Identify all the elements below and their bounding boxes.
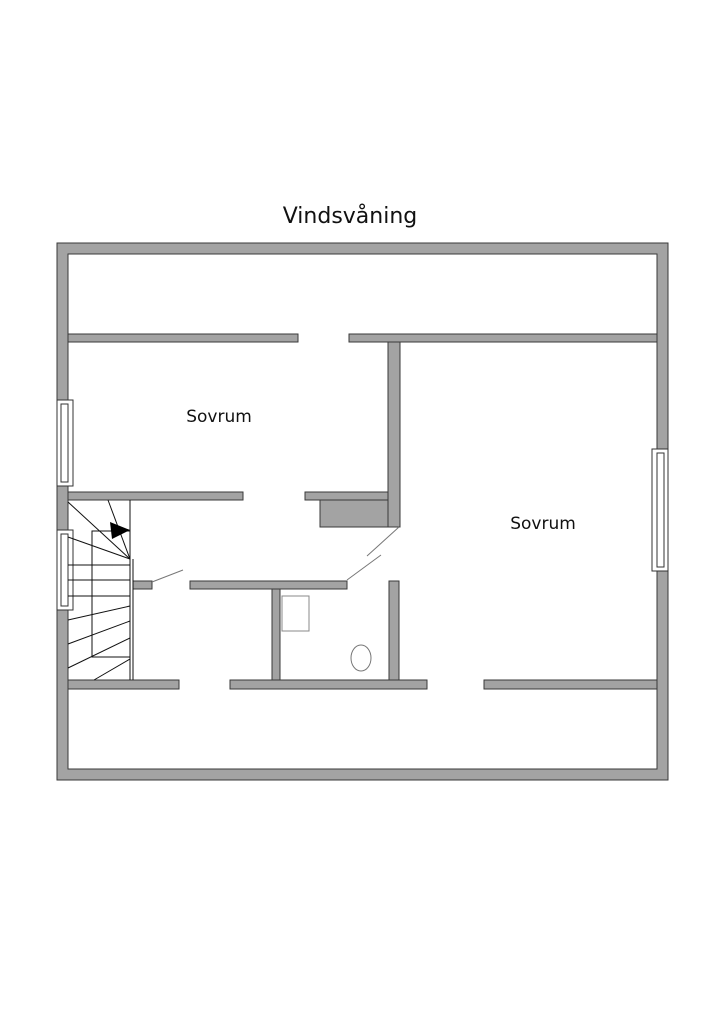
room-label-bedroom-1: Sovrum bbox=[186, 407, 252, 427]
window-left-lower bbox=[56, 529, 74, 611]
floor-title: Vindsvåning bbox=[283, 203, 418, 229]
windows bbox=[56, 399, 669, 611]
bathroom-fixtures bbox=[281, 595, 372, 672]
sink bbox=[281, 595, 310, 632]
toilet bbox=[350, 644, 372, 672]
chimney-block bbox=[319, 499, 389, 528]
stair-direction-arrow-icon bbox=[110, 522, 130, 539]
room-label-bedroom-2: Sovrum bbox=[510, 514, 576, 534]
window-left-upper bbox=[56, 399, 74, 487]
staircase bbox=[67, 499, 134, 681]
window-right bbox=[651, 448, 669, 572]
doors bbox=[151, 526, 400, 583]
interior-walls bbox=[67, 333, 658, 690]
